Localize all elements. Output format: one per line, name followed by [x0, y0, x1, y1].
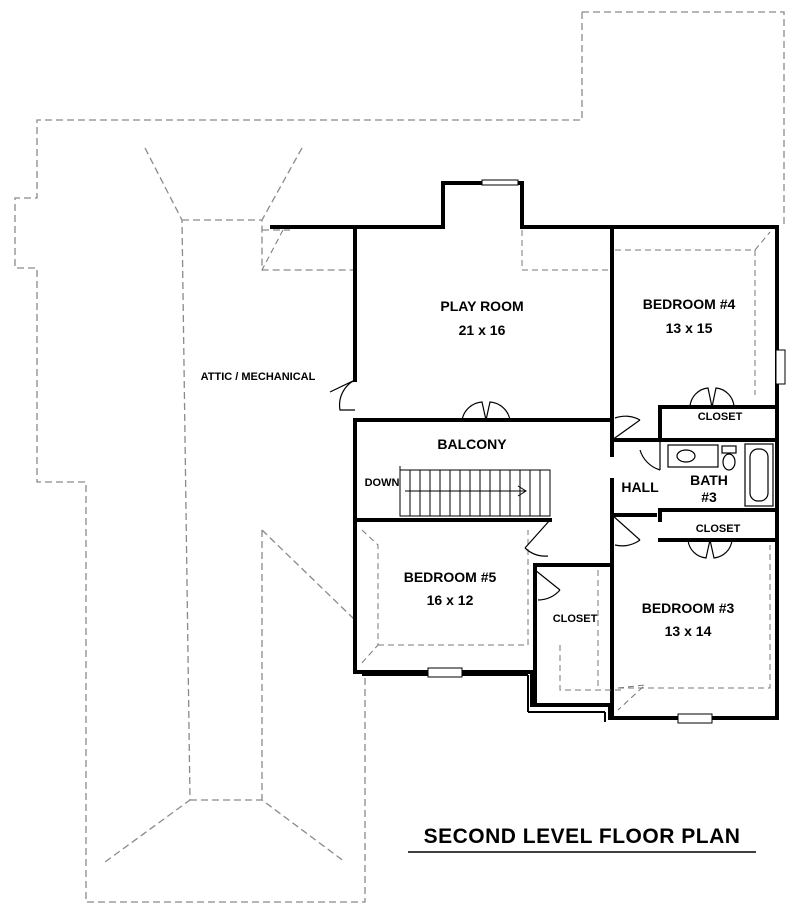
bedroom3-size: 13 x 14 — [665, 623, 712, 639]
bedroom5-door[interactable] — [524, 519, 551, 557]
plan-title-block: SECOND LEVEL FLOOR PLAN — [408, 825, 756, 853]
interior-walls — [353, 225, 779, 720]
bathtub — [744, 443, 774, 507]
stairs — [399, 466, 551, 517]
attic-label: ATTIC / MECHANICAL — [201, 371, 316, 383]
play-room-door[interactable] — [461, 401, 511, 421]
play-room-size: 21 x 16 — [459, 322, 506, 338]
bedroom5-size: 16 x 12 — [427, 592, 474, 608]
bath3-label: BATH — [690, 472, 728, 488]
roof-outline — [14, 11, 785, 903]
balcony-label: BALCONY — [437, 436, 507, 452]
plan-title: SECOND LEVEL FLOOR PLAN — [424, 825, 741, 848]
toilet-tank — [721, 445, 737, 454]
bedroom5-label: BEDROOM #5 — [404, 569, 497, 585]
bath-fixtures — [667, 443, 774, 507]
bedroom3-door[interactable] — [611, 514, 641, 547]
bedroom4-label: BEDROOM #4 — [643, 296, 736, 312]
closet4-label: CLOSET — [698, 411, 743, 423]
sink — [676, 449, 696, 463]
attic-door[interactable] — [329, 379, 356, 411]
play-room-label: PLAY ROOM — [440, 298, 523, 314]
toilet — [722, 453, 736, 471]
stairs-down-label: DOWN — [365, 477, 400, 489]
vanity — [667, 444, 719, 468]
closet3-door[interactable] — [687, 539, 733, 559]
closet5-door[interactable] — [534, 569, 561, 601]
bedroom3-label: BEDROOM #3 — [642, 600, 735, 616]
room-labels: ATTIC / MECHANICAL PLAY ROOM 21 x 16 BED… — [201, 296, 743, 639]
doors — [329, 379, 735, 601]
bath-door[interactable] — [639, 440, 661, 471]
exterior-walls — [270, 179, 786, 724]
bedroom4-door[interactable] — [611, 415, 641, 441]
ceiling-lines — [261, 229, 771, 711]
closet3-label: CLOSET — [696, 523, 741, 535]
bedroom4-size: 13 x 15 — [666, 320, 713, 336]
hall-label: HALL — [621, 479, 659, 495]
bath3-number: #3 — [701, 489, 717, 505]
closet5-label: CLOSET — [553, 613, 598, 625]
closet4-door[interactable] — [689, 387, 735, 408]
